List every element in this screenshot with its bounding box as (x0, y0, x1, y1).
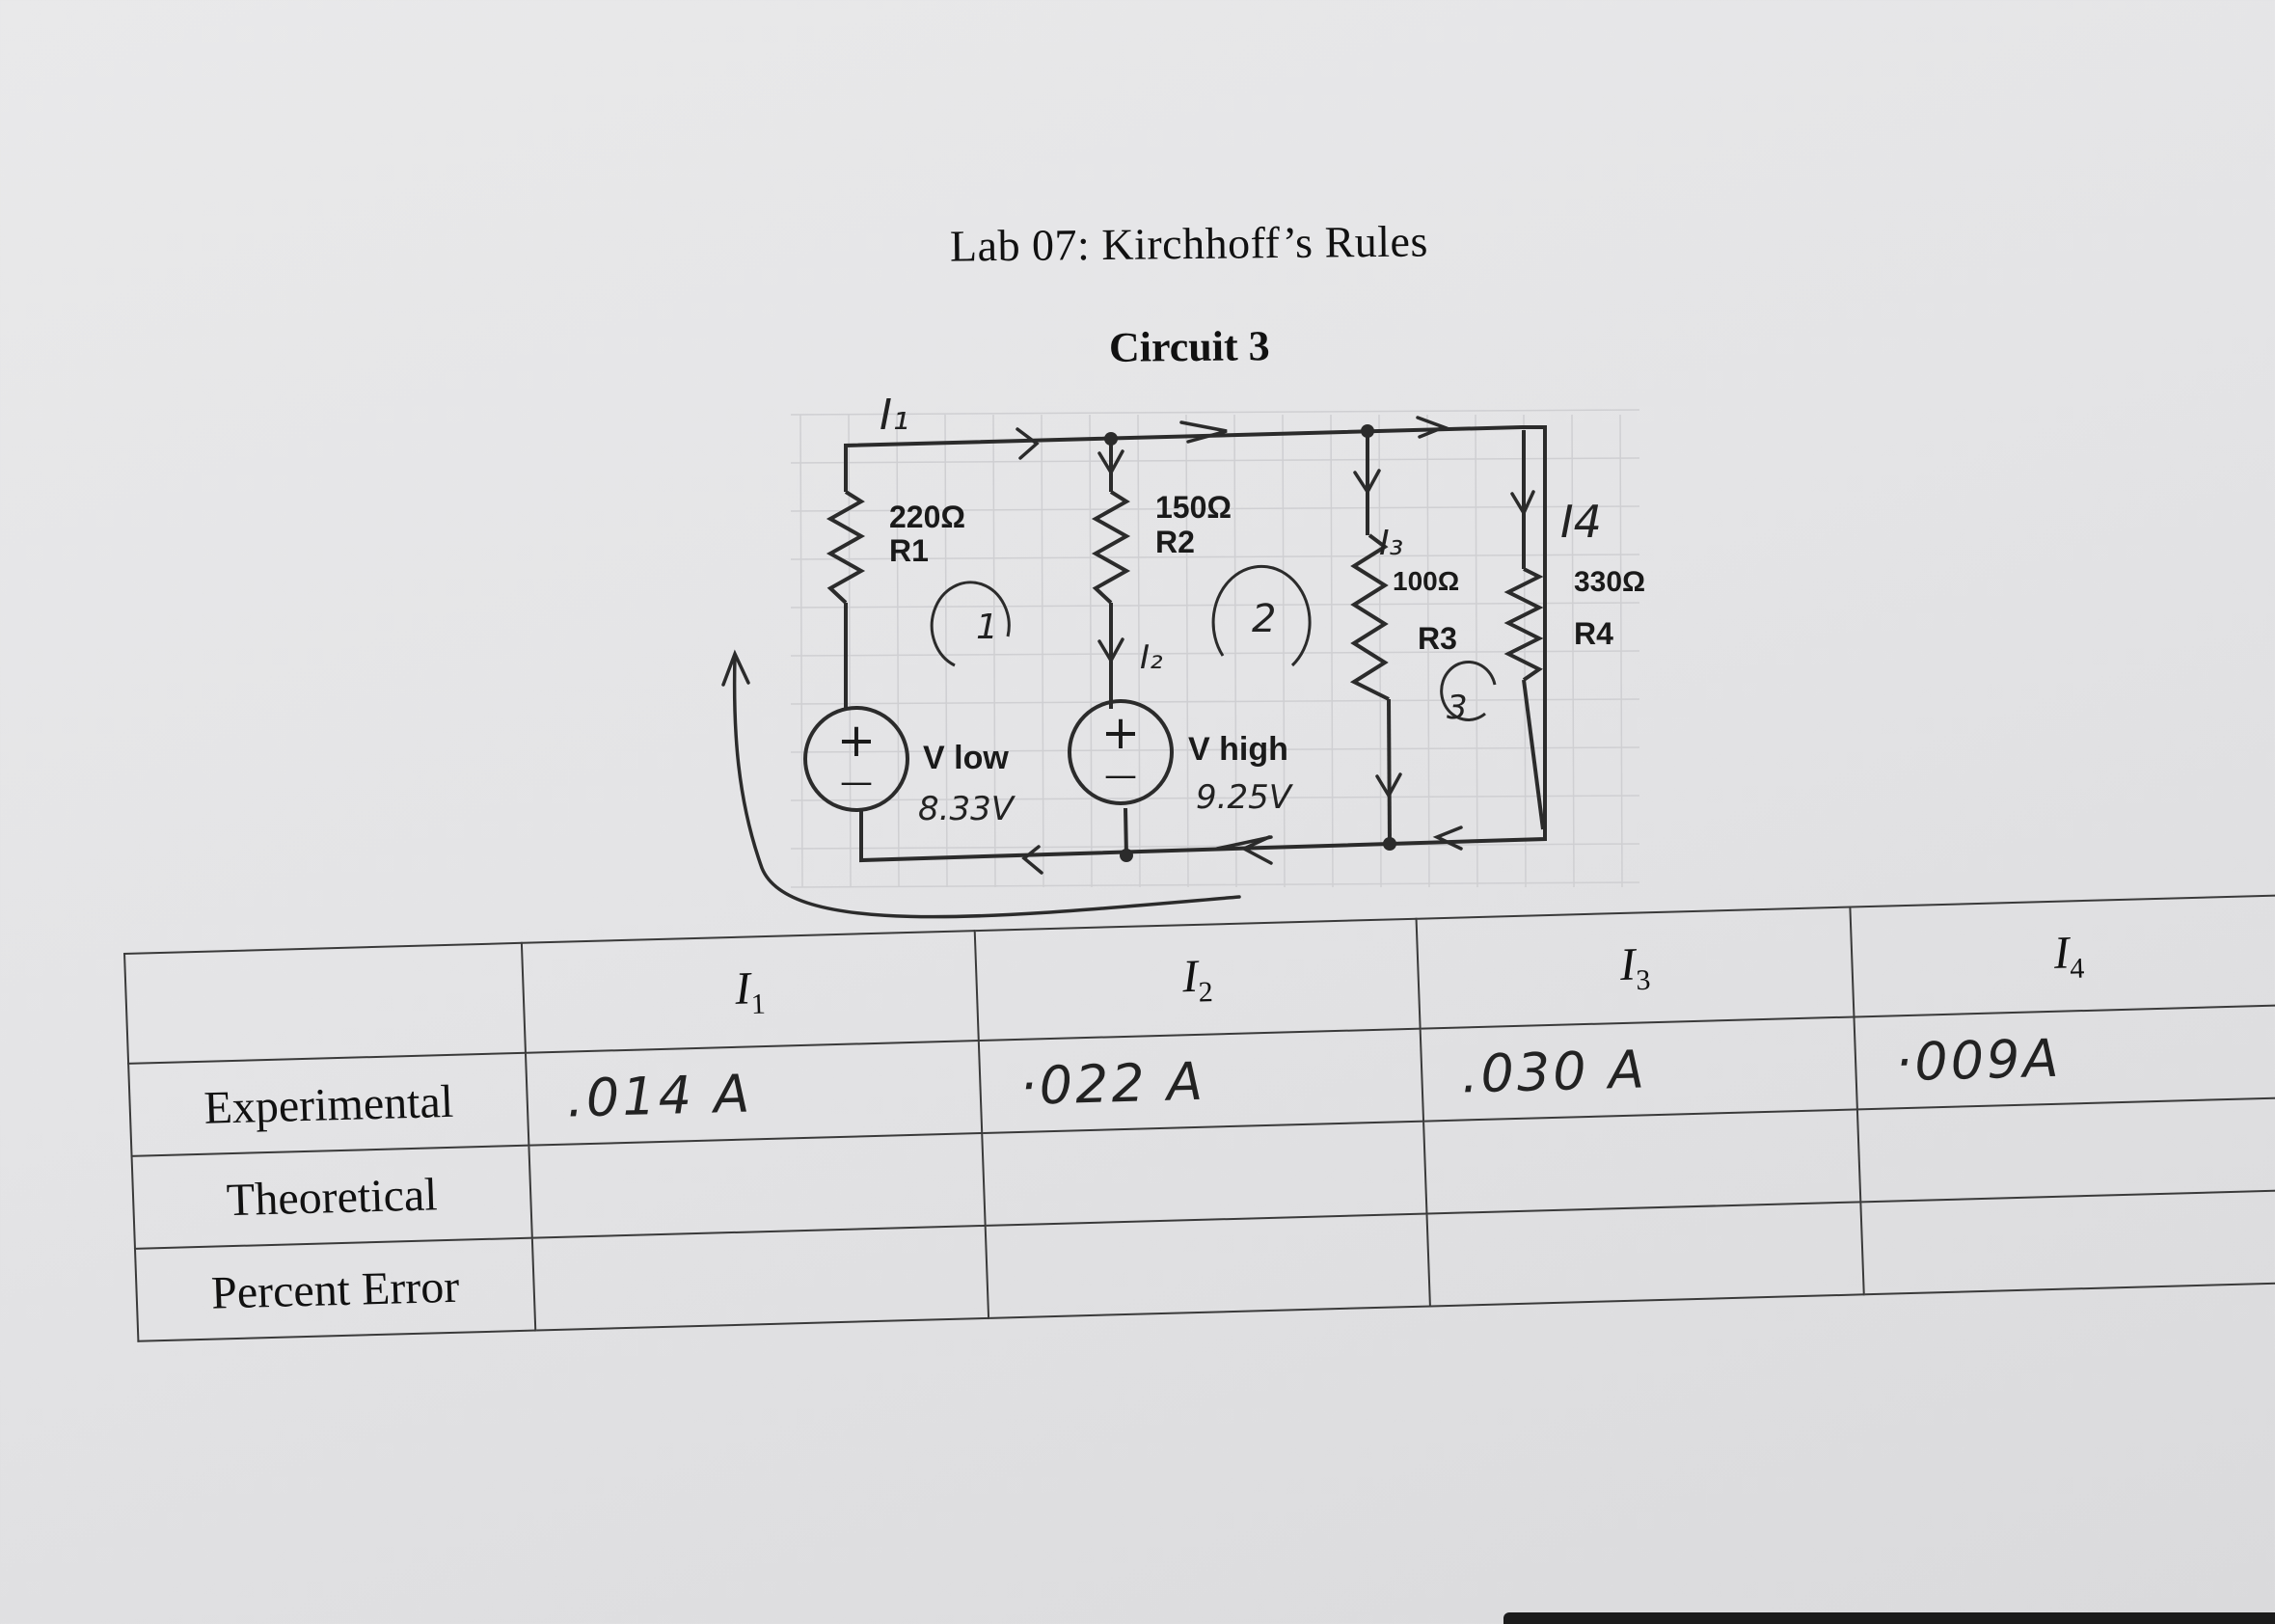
results-table: I1 I2 I3 I4 Experimental .014 A ·022 A .… (123, 894, 2275, 1341)
cell-error-i1[interactable] (531, 1225, 989, 1331)
junctions (1104, 424, 1396, 862)
cell-error-i3[interactable] (1426, 1202, 1864, 1307)
current-i3-label: I₃ (1379, 524, 1403, 563)
resistor-r3 (1349, 533, 1390, 701)
device-edge-shadow (1503, 1612, 2275, 1624)
row-label: Percent Error (134, 1237, 536, 1341)
header-i2: I2 (974, 918, 1421, 1042)
header-i3: I3 (1416, 907, 1855, 1029)
current-i1-label: I₁ (880, 391, 909, 440)
row-label: Experimental (128, 1052, 529, 1156)
cell-error-i2[interactable] (985, 1213, 1430, 1318)
current-i2-label: I₂ (1140, 638, 1163, 677)
svg-text:3: 3 (1447, 689, 1468, 727)
current-i4-label: I4 (1560, 496, 1602, 548)
cell-experimental-i3[interactable]: .030 A (1420, 1016, 1857, 1122)
grid (790, 409, 1640, 888)
wires (844, 425, 1547, 863)
resistor-r2 (1091, 490, 1131, 605)
source-v-high: + — (1068, 699, 1174, 805)
v-high-value: 9.25V (1196, 778, 1294, 817)
resistor-r4 (1503, 567, 1544, 682)
svg-text:2: 2 (1252, 597, 1276, 641)
v-high-label: V high (1188, 731, 1288, 768)
loop-1: 1 (930, 581, 1011, 667)
r3-label: R3 (1418, 621, 1457, 656)
header-i4: I4 (1850, 895, 2275, 1017)
svg-text:1: 1 (976, 608, 998, 647)
r4-label: R4 (1574, 616, 1613, 651)
r2-label: R2 (1155, 525, 1195, 559)
cell-theoretical-i4[interactable] (1856, 1097, 2275, 1203)
source-v-low: + — (803, 706, 909, 812)
cell-experimental-i1[interactable]: .014 A (525, 1041, 983, 1146)
plus-sign: + (1101, 706, 1140, 760)
minus-sign: — (840, 763, 873, 801)
r1-value: 220Ω (889, 500, 965, 534)
v-low-label: V low (923, 740, 1009, 776)
cell-error-i4[interactable] (1860, 1190, 2275, 1295)
r2-value: 150Ω (1155, 490, 1232, 525)
row-label: Theoretical (131, 1145, 532, 1249)
cell-theoretical-i3[interactable] (1423, 1109, 1861, 1214)
minus-sign: — (1104, 756, 1137, 795)
loop-3: 3 (1440, 660, 1497, 727)
cell-experimental-i4[interactable]: ·009A (1854, 1005, 2275, 1110)
r1-label: R1 (889, 533, 929, 568)
cell-experimental-i2[interactable]: ·022 A (978, 1028, 1424, 1133)
header-corner (124, 942, 526, 1064)
header-i1: I1 (521, 931, 979, 1053)
r4-value: 330Ω (1574, 566, 1645, 598)
results-table-container: I1 I2 I3 I4 Experimental .014 A ·022 A .… (123, 894, 2275, 1341)
cell-theoretical-i2[interactable] (982, 1121, 1427, 1226)
cell-theoretical-i1[interactable] (528, 1132, 986, 1238)
v-low-value: 8.33V (918, 790, 1016, 828)
r3-value: 100Ω (1393, 566, 1459, 596)
loop-2: 2 (1211, 564, 1312, 667)
current-arrows (721, 416, 1535, 919)
resistor-r1 (826, 490, 866, 605)
plus-sign: + (837, 714, 876, 768)
